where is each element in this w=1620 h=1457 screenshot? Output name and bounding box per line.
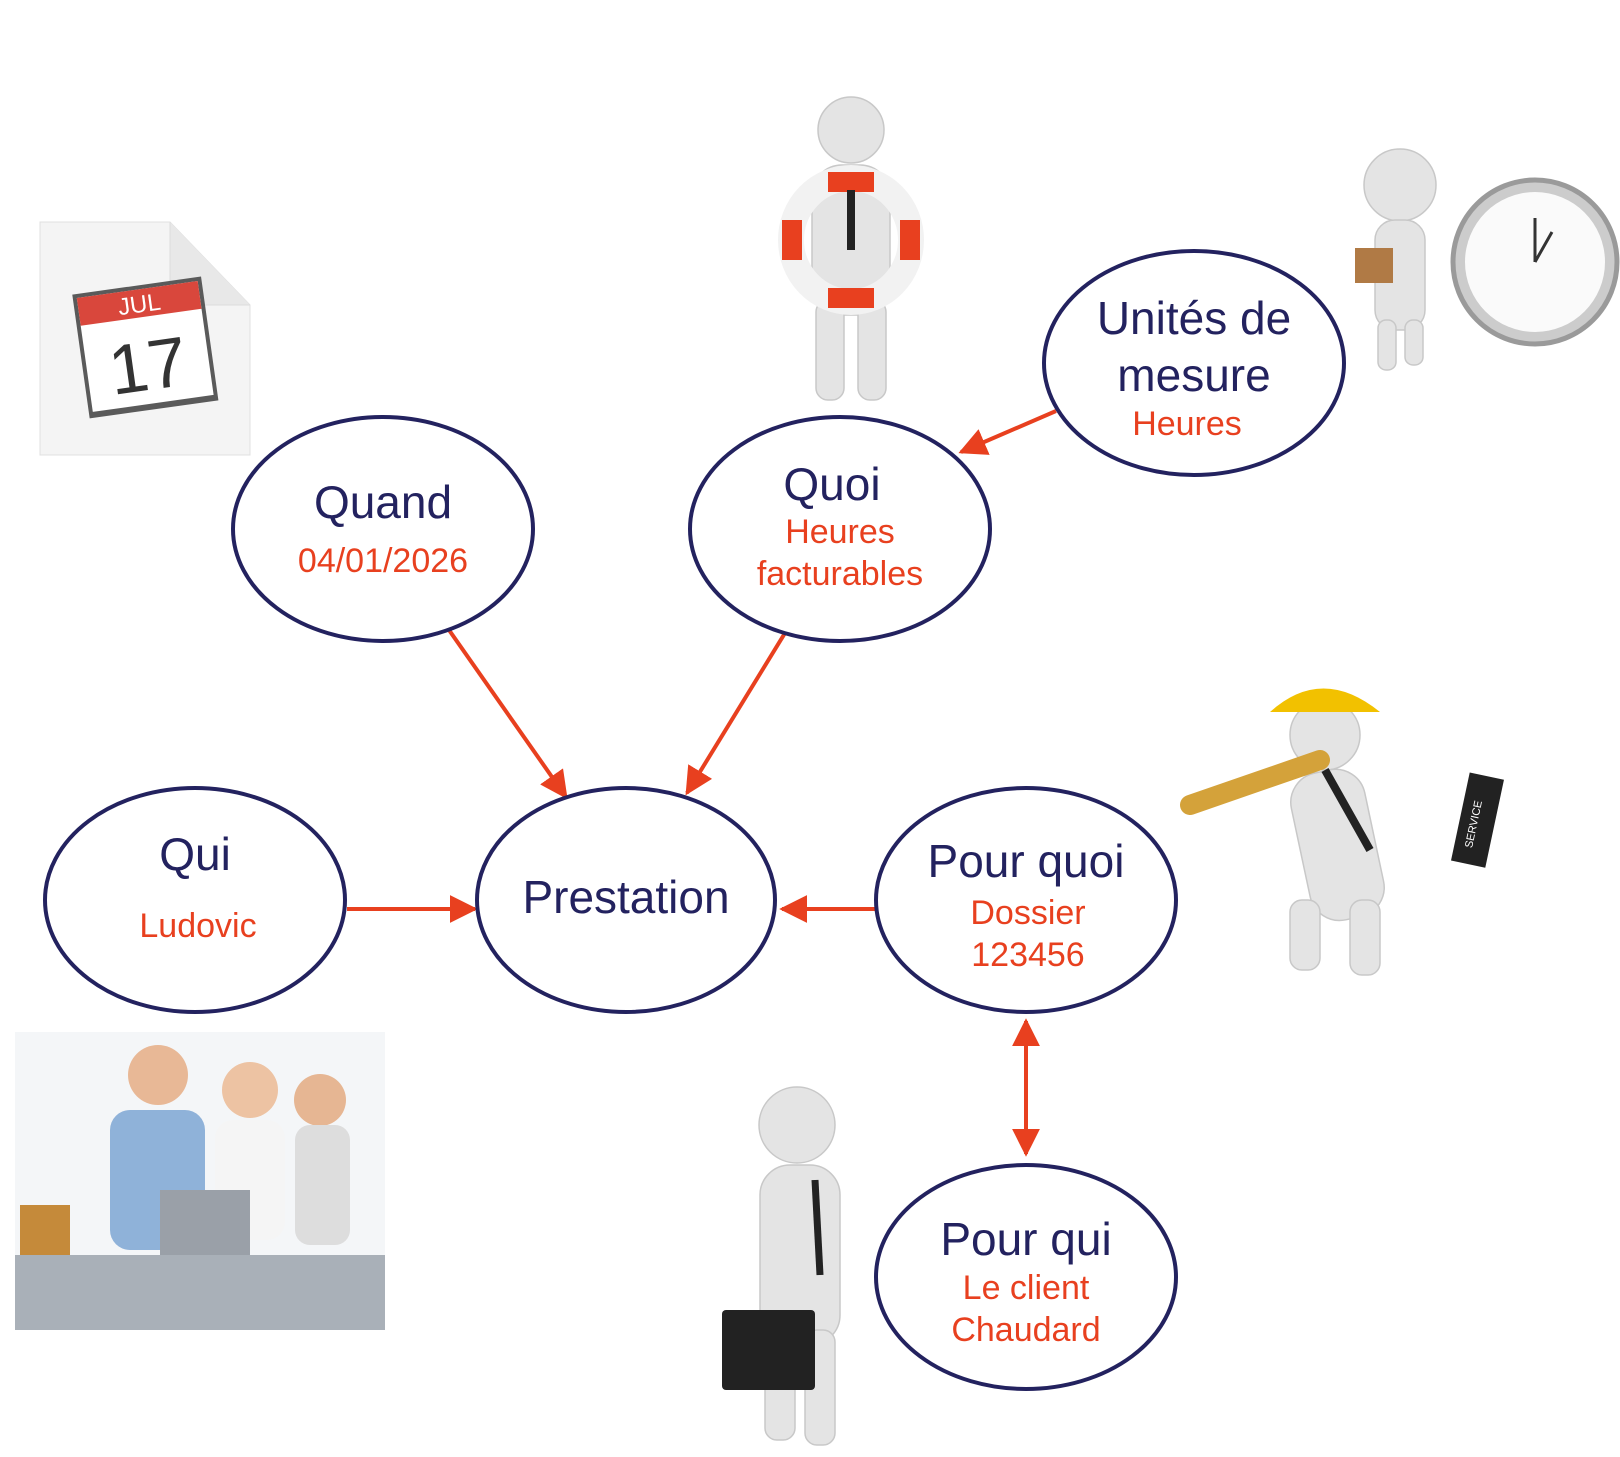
node-detail-line2: 123456 <box>971 936 1084 974</box>
node-detail: 04/01/2026 <box>298 542 468 580</box>
lifebuoy-figure-image <box>778 96 924 401</box>
team-at-desk-image <box>15 1032 385 1330</box>
arrow-unites-to-quoi <box>958 409 1057 455</box>
node-title-line2: mesure <box>1117 349 1270 401</box>
node-title: Prestation <box>522 871 729 923</box>
node-pour-quoi: Pour quoi Dossier 123456 <box>874 786 1178 1014</box>
node-qui: Qui Ludovic <box>43 786 347 1014</box>
node-quand: Quand 04/01/2026 <box>231 415 535 643</box>
node-title: Pour quoi <box>928 835 1125 887</box>
arrow-quoi-to-prestation <box>685 631 787 796</box>
node-title: Quand <box>314 476 452 528</box>
node-detail-line1: Dossier <box>970 894 1085 932</box>
node-detail: Ludovic <box>139 907 256 945</box>
node-title: Qui <box>159 828 231 880</box>
node-title-line1: Unités de <box>1097 292 1291 344</box>
worker-figure-image: SERVICE <box>1180 688 1504 976</box>
node-quoi: Quoi Heures facturables <box>688 415 992 643</box>
node-detail: Heures <box>1132 405 1242 443</box>
clock-figure-image <box>1355 148 1620 371</box>
calendar-month: JUL <box>116 289 162 322</box>
calendar-icon: JUL 17 <box>39 221 251 456</box>
node-detail-line1: Heures <box>785 513 895 551</box>
node-title: Quoi <box>783 458 880 510</box>
businessman-figure-image <box>722 1086 841 1446</box>
node-detail-line1: Le client <box>963 1269 1090 1307</box>
node-detail-line2: facturables <box>757 555 923 593</box>
node-detail-line2: Chaudard <box>951 1311 1100 1349</box>
node-prestation: Prestation <box>475 786 777 1014</box>
node-pour-qui: Pour qui Le client Chaudard <box>874 1163 1178 1391</box>
node-title: Pour qui <box>940 1213 1111 1265</box>
calendar-day: 17 <box>104 322 192 410</box>
node-unites-de-mesure: Unités de mesure Heures <box>1042 249 1346 477</box>
arrow-quand-to-prestation <box>447 628 568 800</box>
